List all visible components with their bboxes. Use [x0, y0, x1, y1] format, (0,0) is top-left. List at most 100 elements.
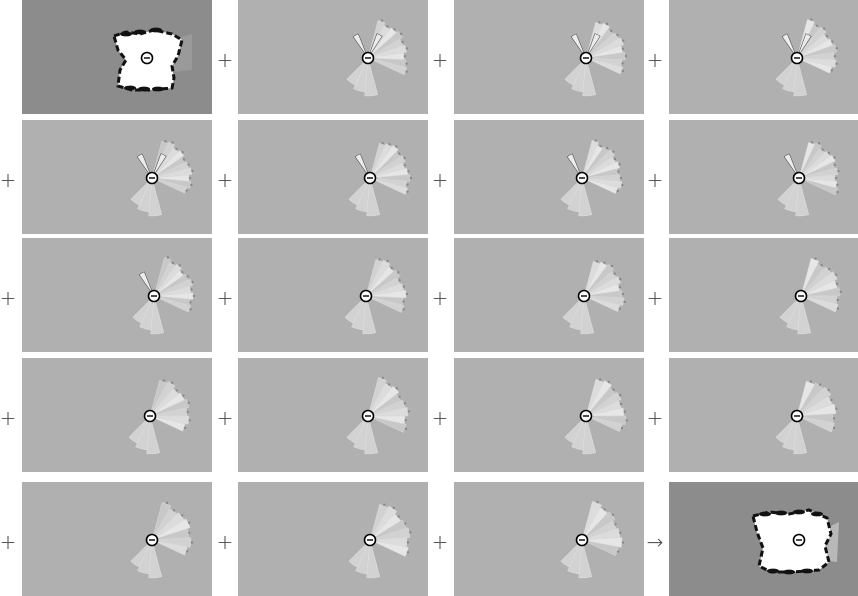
scan-panel [22, 358, 212, 472]
scan-hit [835, 46, 839, 50]
scan-beam [777, 177, 800, 206]
scan-hit [809, 380, 813, 383]
scan-hit [398, 395, 401, 399]
wall-segment [783, 569, 795, 575]
scan-hit [623, 300, 626, 304]
scan-hit [182, 394, 185, 397]
scan-panel [238, 238, 428, 352]
scan-hit [181, 271, 184, 274]
plus-operator: + [431, 406, 449, 430]
plus-operator: + [646, 286, 664, 310]
wall-segment [759, 511, 771, 517]
map-image [669, 482, 858, 596]
plus-operator: + [216, 48, 234, 72]
upper-beam-left [783, 153, 800, 179]
scan-hit [381, 142, 384, 145]
scan-beam [580, 295, 595, 335]
scan-hit [832, 417, 836, 420]
scan-hit [378, 258, 381, 261]
scan-hit [619, 277, 622, 281]
scan-beam [366, 177, 381, 217]
plus-operator: + [431, 48, 449, 72]
scan-beam [364, 57, 379, 97]
scan-beam [364, 415, 379, 455]
scan-hit [612, 388, 615, 391]
scan-image [454, 238, 644, 352]
laser-scan [775, 18, 839, 97]
scan-hit [398, 279, 401, 282]
scan-hit [178, 264, 181, 267]
scan-hit [186, 410, 189, 414]
plus-operator: + [216, 168, 234, 192]
wall-segment [801, 568, 813, 574]
laser-scan [344, 258, 409, 335]
scan-hit [609, 29, 613, 33]
scan-hit [836, 190, 839, 194]
scan-hit [192, 294, 196, 298]
scan-hit [171, 141, 174, 144]
result-arrow: → [646, 530, 664, 554]
scan-panel [238, 0, 428, 114]
scan-hit [405, 62, 408, 65]
scan-hit [191, 280, 194, 284]
scan-hit [611, 513, 615, 516]
scan-hit [392, 506, 395, 510]
scan-beam [775, 57, 798, 86]
scan-hit [383, 503, 386, 507]
scan-hit [621, 541, 625, 544]
scan-panel [22, 120, 212, 234]
scan-hit [187, 401, 191, 405]
scan-beam [564, 57, 587, 86]
scan-hit [821, 148, 824, 151]
scan-beam [560, 177, 583, 206]
scan-hit [164, 140, 167, 143]
scan-hit [598, 21, 601, 24]
scan-hit [399, 32, 403, 36]
scan-hit [175, 389, 178, 392]
scan-hit [599, 144, 602, 148]
scan-hit [834, 273, 838, 276]
scan-hit [401, 40, 404, 44]
scan-hit [403, 402, 407, 405]
upper-beam-left [781, 33, 798, 59]
scan-hit [390, 266, 394, 270]
laser-scan [348, 142, 413, 217]
scan-hit [607, 380, 610, 384]
scan-hit [810, 18, 813, 21]
laser-scan [779, 257, 842, 335]
scan-hit [621, 292, 625, 296]
scan-hit [833, 163, 836, 167]
scan-hit [610, 264, 614, 268]
scan-hit [190, 541, 194, 544]
scan-image [669, 120, 858, 234]
scan-hit [404, 427, 408, 431]
scan-beam [130, 539, 153, 568]
scan-beam [348, 539, 371, 568]
plus-operator: + [216, 286, 234, 310]
scan-hit [830, 69, 834, 72]
upper-beam-right [151, 153, 167, 179]
scan-hit [406, 541, 410, 544]
scan-hit [833, 54, 837, 58]
scan-hit [621, 39, 625, 42]
scan-beam [797, 295, 812, 335]
laser-scan [564, 378, 628, 455]
scan-hit [810, 141, 814, 144]
upper-beam-left [136, 153, 153, 179]
scan-hit [616, 550, 620, 553]
wall-segment [793, 509, 805, 515]
scan-hit [613, 157, 617, 161]
scan-hit [835, 282, 839, 285]
scan-hit [182, 158, 186, 161]
scan-hit [835, 62, 838, 65]
wall-segment [811, 511, 823, 517]
laser-scan [777, 141, 840, 217]
scan-hit [595, 260, 599, 263]
scan-beam [344, 295, 367, 324]
scan-hit [387, 383, 391, 386]
scan-hit [620, 427, 624, 430]
scan-hit [825, 34, 829, 38]
map-image [22, 0, 212, 114]
wall-segment [150, 27, 162, 33]
scan-hit [836, 298, 839, 302]
